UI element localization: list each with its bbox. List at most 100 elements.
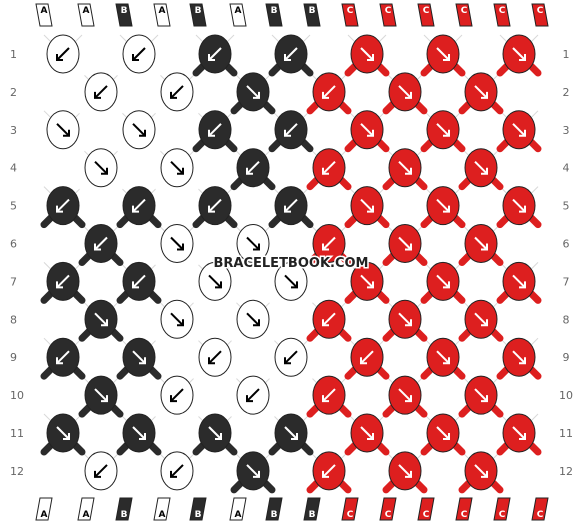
knot bbox=[388, 148, 422, 188]
arrow-head-icon bbox=[94, 243, 101, 251]
knot bbox=[502, 337, 536, 377]
svg-text:A: A bbox=[41, 6, 48, 16]
knot bbox=[388, 451, 422, 491]
arrow-icon bbox=[398, 312, 412, 327]
arrow-icon bbox=[474, 464, 488, 478]
arrow-icon bbox=[132, 350, 146, 364]
knot bbox=[236, 148, 270, 188]
string-label-top: C bbox=[379, 3, 397, 27]
arrow-icon bbox=[94, 388, 108, 402]
arrow-icon bbox=[474, 388, 488, 402]
row-label-right: 3 bbox=[563, 124, 570, 137]
arrow-icon bbox=[512, 123, 526, 137]
knot bbox=[46, 261, 80, 301]
row-label-left: 6 bbox=[10, 238, 17, 251]
svg-text:B: B bbox=[309, 6, 316, 16]
row-label-right: 9 bbox=[563, 351, 570, 364]
svg-text:C: C bbox=[423, 510, 430, 520]
arrow-icon bbox=[246, 160, 260, 175]
arrow-icon bbox=[360, 350, 374, 364]
arrow-head-icon bbox=[443, 433, 450, 440]
string-label-top: B bbox=[265, 3, 283, 27]
arrow-head-icon bbox=[367, 281, 374, 289]
arrow-icon bbox=[284, 47, 298, 61]
row-label-left: 11 bbox=[10, 427, 24, 440]
arrow-head-icon bbox=[208, 205, 215, 213]
arrow-head-icon bbox=[367, 205, 374, 213]
arrow-icon bbox=[170, 312, 184, 327]
knot bbox=[388, 299, 422, 339]
knot bbox=[502, 186, 536, 226]
knot bbox=[464, 148, 498, 188]
svg-text:B: B bbox=[121, 6, 128, 16]
arrow-icon bbox=[132, 426, 146, 440]
svg-text:B: B bbox=[195, 510, 202, 520]
knot bbox=[274, 186, 308, 226]
row-label-left: 7 bbox=[10, 275, 17, 288]
string-label-bottom: A bbox=[35, 497, 53, 521]
arrow-head-icon bbox=[291, 433, 298, 440]
arrow-head-icon bbox=[253, 91, 260, 99]
row-label-right: 7 bbox=[563, 275, 570, 288]
arrow-icon bbox=[284, 198, 298, 213]
arrow-icon bbox=[170, 464, 184, 478]
arrow-head-icon bbox=[177, 243, 184, 251]
arrow-head-icon bbox=[132, 281, 139, 289]
arrow-head-icon bbox=[284, 129, 291, 137]
arrow-head-icon bbox=[56, 205, 63, 213]
arrow-icon bbox=[170, 160, 184, 175]
string-label-top: A bbox=[153, 3, 171, 27]
arrow-icon bbox=[398, 85, 412, 99]
knot bbox=[426, 413, 460, 453]
row-label-left: 3 bbox=[10, 124, 17, 137]
arrow-icon bbox=[246, 85, 260, 99]
svg-text:A: A bbox=[83, 6, 90, 16]
arrow-head-icon bbox=[367, 433, 374, 440]
arrow-icon bbox=[208, 47, 222, 61]
row-label-left: 5 bbox=[10, 200, 17, 213]
arrow-head-icon bbox=[215, 433, 222, 440]
arrow-head-icon bbox=[139, 357, 146, 365]
row-label-right: 5 bbox=[563, 200, 570, 213]
arrow-icon bbox=[208, 426, 222, 440]
svg-text:C: C bbox=[423, 6, 430, 16]
arrow-head-icon bbox=[481, 167, 488, 175]
knot bbox=[46, 413, 80, 453]
arrow-icon bbox=[284, 123, 298, 137]
arrow-head-icon bbox=[481, 395, 488, 403]
arrow-icon bbox=[94, 160, 108, 175]
knot bbox=[312, 224, 346, 263]
arrow-head-icon bbox=[94, 91, 101, 99]
arrow-icon bbox=[56, 123, 70, 137]
row-label-left: 9 bbox=[10, 351, 17, 364]
knot bbox=[122, 337, 156, 377]
arrow-head-icon bbox=[443, 281, 450, 289]
arrow-head-icon bbox=[63, 129, 70, 137]
arrow-head-icon bbox=[56, 54, 63, 61]
arrow-icon bbox=[436, 350, 450, 364]
svg-text:C: C bbox=[537, 6, 544, 16]
string-label-bottom: B bbox=[115, 497, 133, 521]
arrow-head-icon bbox=[481, 91, 488, 99]
arrow-head-icon bbox=[101, 395, 108, 403]
knot bbox=[122, 34, 156, 74]
arrow-icon bbox=[284, 274, 298, 289]
arrow-head-icon bbox=[367, 54, 374, 61]
arrow-head-icon bbox=[139, 433, 146, 440]
arrow-head-icon bbox=[208, 129, 215, 137]
knot bbox=[502, 261, 536, 301]
svg-text:C: C bbox=[347, 6, 354, 16]
svg-text:B: B bbox=[121, 510, 128, 520]
string-label-top: B bbox=[303, 3, 321, 27]
arrow-icon bbox=[56, 198, 70, 213]
arrow-head-icon bbox=[170, 395, 177, 403]
arrow-icon bbox=[170, 85, 184, 99]
arrow-icon bbox=[398, 464, 412, 478]
arrow-icon bbox=[436, 47, 450, 61]
knot bbox=[426, 337, 460, 377]
arrow-head-icon bbox=[322, 243, 329, 251]
arrow-head-icon bbox=[177, 319, 184, 327]
arrow-icon bbox=[436, 274, 450, 289]
knot bbox=[84, 224, 118, 263]
arrow-head-icon bbox=[246, 167, 253, 175]
